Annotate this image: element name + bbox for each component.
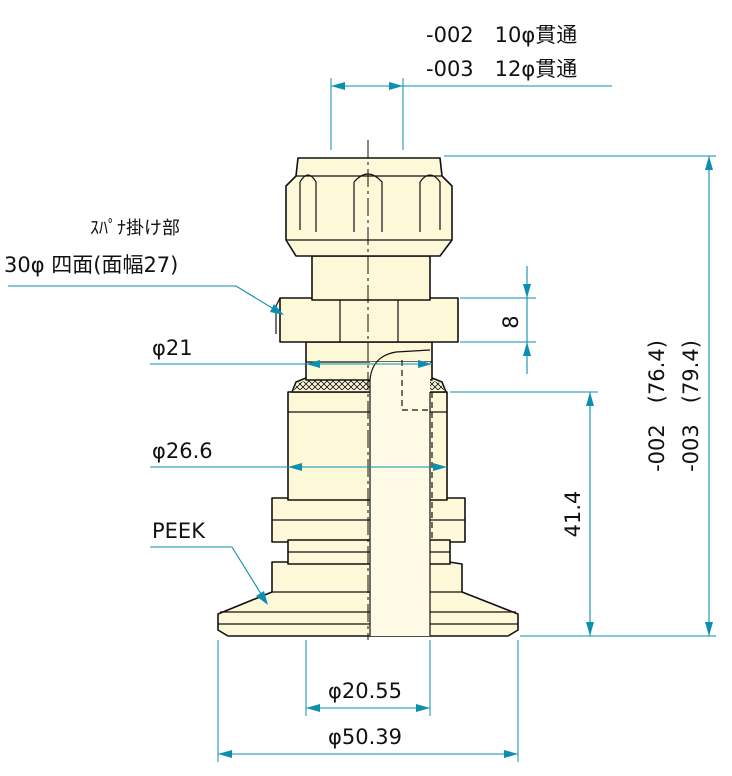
spanner-size-label: 30φ 四面(面幅27) xyxy=(4,253,178,277)
dim-41-4: 41.4 xyxy=(561,491,585,538)
material-label: PEEK xyxy=(152,519,206,543)
dim-003-height: -003 (79.4) xyxy=(679,340,703,472)
dimension-lines xyxy=(8,78,716,762)
hex-flats xyxy=(279,297,459,343)
dim-phi21: φ21 xyxy=(152,336,193,360)
fitting-body xyxy=(217,140,519,640)
spanner-label: ｽﾊﾟﾅ掛け部 xyxy=(90,218,180,239)
note-002: -002 10φ貫通 xyxy=(426,23,577,47)
cap-nut xyxy=(285,157,453,257)
note-003: -003 12φ貫通 xyxy=(426,57,577,81)
upper-shaft xyxy=(311,255,431,301)
dim-002-height: -002 (76.4) xyxy=(645,340,669,472)
dim-8: 8 xyxy=(499,315,523,328)
dim-phi50-39: φ50.39 xyxy=(328,725,402,749)
dim-phi20-55: φ20.55 xyxy=(328,679,402,703)
dim-phi26-6: φ26.6 xyxy=(152,439,213,463)
annotations: -002 10φ貫通 -003 12φ貫通 ｽﾊﾟﾅ掛け部 30φ 四面(面幅2… xyxy=(4,23,703,749)
